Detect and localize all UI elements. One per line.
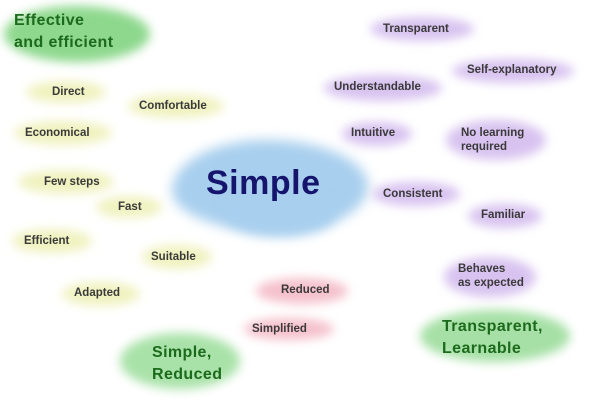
label-efficient: Efficient [24, 235, 70, 247]
blob-efficient [12, 229, 92, 253]
blob-few-steps [18, 170, 114, 194]
label-no-learning: No learning required [461, 127, 525, 153]
label-adapted: Adapted [74, 287, 120, 299]
label-behaves: Behaves as expected [458, 263, 524, 289]
label-self-explanatory: Self-explanatory [467, 64, 557, 76]
label-understandable: Understandable [334, 81, 421, 93]
blob-suitable [142, 245, 212, 269]
transparent-group-heading: Transparent, Learnable [442, 318, 543, 357]
effective-group-heading: Effective and efficient [14, 12, 114, 51]
effective-group-blob [4, 6, 150, 62]
reduced-group-heading: Simple, Reduced [152, 344, 223, 383]
blob-economical [14, 121, 112, 145]
label-fast: Fast [118, 201, 142, 213]
blob-fast [96, 196, 162, 218]
blob-transparent [370, 17, 474, 41]
blob-understandable [324, 75, 442, 101]
blob-self-explanatory [452, 59, 574, 83]
blob-familiar [468, 204, 542, 228]
blob-adapted [62, 282, 140, 306]
blob-behaves [444, 257, 536, 297]
blob-no-learning [446, 120, 546, 160]
blob-simplified [244, 318, 334, 340]
blob-comfortable [128, 94, 224, 118]
label-intuitive: Intuitive [351, 127, 396, 139]
label-simplified: Simplified [252, 323, 307, 335]
blob-consistent [372, 182, 460, 206]
center-title: Simple [206, 164, 321, 202]
label-familiar: Familiar [481, 209, 526, 221]
label-reduced: Reduced [281, 284, 330, 296]
center-cloud-lobe [225, 190, 335, 236]
blob-direct [26, 81, 106, 103]
blob-intuitive [342, 122, 412, 146]
label-transparent: Transparent [383, 23, 449, 35]
label-economical: Economical [25, 127, 90, 139]
label-direct: Direct [52, 86, 85, 98]
label-comfortable: Comfortable [139, 100, 207, 112]
label-few-steps: Few steps [44, 176, 100, 188]
transparent-group-blob [420, 310, 570, 362]
label-consistent: Consistent [383, 188, 443, 200]
label-suitable: Suitable [151, 251, 196, 263]
blob-reduced [256, 278, 348, 304]
reduced-group-blob [120, 333, 240, 389]
